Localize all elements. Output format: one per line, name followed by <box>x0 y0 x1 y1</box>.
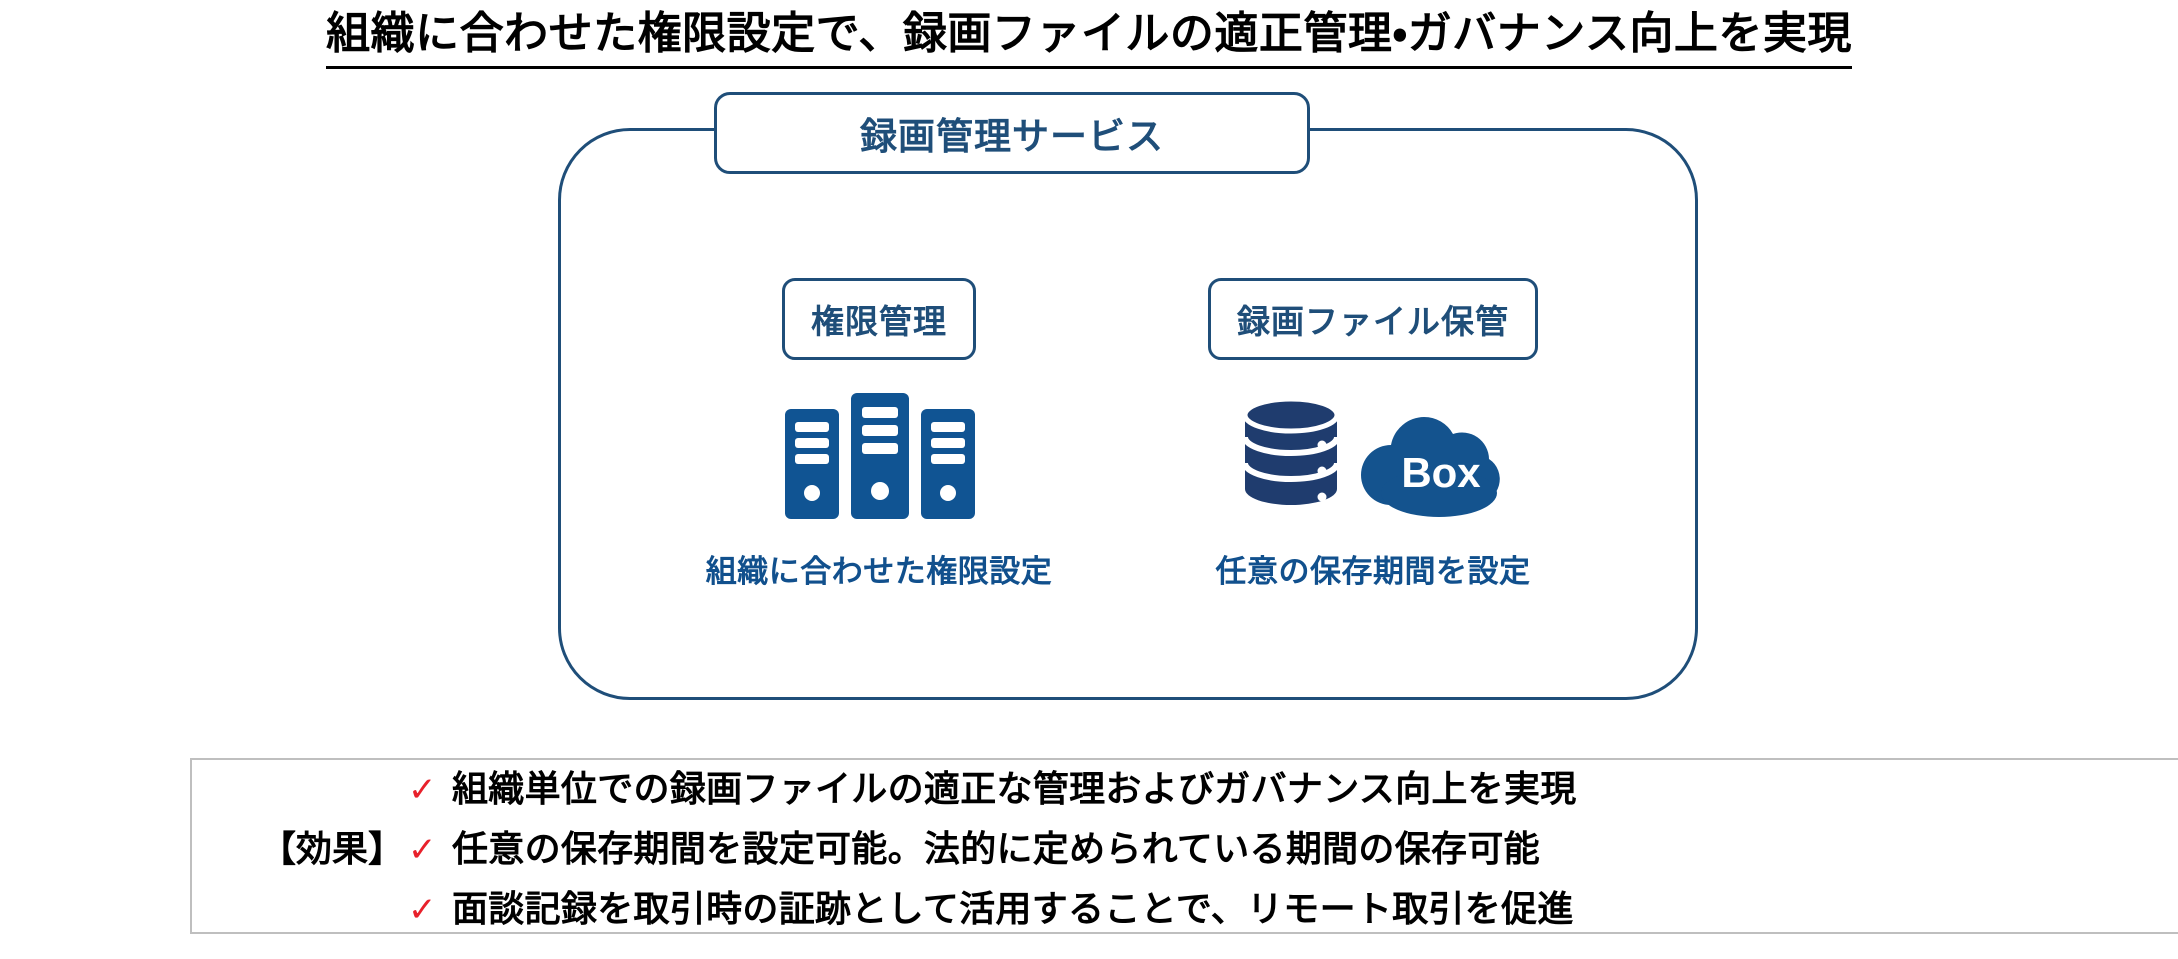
effect-item: ✓ 任意の保存期間を設定可能。法的に定められている期間の保存可能 <box>408 820 2178 872</box>
server-rack-icon <box>781 391 977 524</box>
page-title: 組織に合わせた権限設定で、録画ファイルの適正管理・ガバナンス向上を実現 <box>0 6 2178 69</box>
pillar-permission-icon-area <box>781 392 977 524</box>
cloud-box-label: Box <box>1401 449 1481 496</box>
pillar-permission-label: 権限管理 <box>811 303 947 340</box>
effect-text: 組織単位での録画ファイルの適正な管理およびガバナンス向上を実現 <box>452 768 1577 809</box>
service-header-label: 録画管理サービス <box>860 116 1164 157</box>
service-header-box: 録画管理サービス <box>714 92 1310 174</box>
effect-text: 任意の保存期間を設定可能。法的に定められている期間の保存可能 <box>452 828 1540 869</box>
check-icon: ✓ <box>408 891 437 929</box>
effects-label: 【効果】 <box>259 828 404 869</box>
effect-item: ✓ 組織単位での録画ファイルの適正な管理およびガバナンス向上を実現 <box>408 760 2178 812</box>
cloud-icon <box>1361 416 1500 517</box>
check-icon: ✓ <box>408 771 437 809</box>
effect-item: ✓ 面談記録を取引時の証跡として活用することで、リモート取引を促進 <box>408 880 2178 932</box>
pillar-storage-label: 録画ファイル保管 <box>1237 303 1509 340</box>
pillar-storage-icon-area: Box <box>1239 392 1507 524</box>
pillar-permission-caption: 組織に合わせた権限設定 <box>705 554 1053 589</box>
page-title-text: 組織に合わせた権限設定で、録画ファイルの適正管理・ガバナンス向上を実現 <box>326 6 1852 69</box>
effects-panel: 【効果】 ✓ 組織単位での録画ファイルの適正な管理およびガバナンス向上を実現 ✓… <box>190 758 2178 934</box>
pillar-storage-box: 録画ファイル保管 <box>1208 278 1538 360</box>
pillar-file-storage: 録画ファイル保管 <box>1118 278 1628 591</box>
service-outer-container <box>558 128 1698 700</box>
service-diagram: 録画管理サービス 権限管理 <box>558 92 1698 700</box>
database-icon <box>1242 396 1340 505</box>
pillar-permission-box: 権限管理 <box>782 278 976 360</box>
effect-text: 面談記録を取引時の証跡として活用することで、リモート取引を促進 <box>452 888 1574 929</box>
pillar-permission-management: 権限管理 <box>624 278 1134 591</box>
database-cloud-icon: Box <box>1239 393 1507 524</box>
check-icon: ✓ <box>408 831 437 869</box>
pillar-storage-caption: 任意の保存期間を設定 <box>1215 554 1531 589</box>
effects-list: ✓ 組織単位での録画ファイルの適正な管理およびガバナンス向上を実現 ✓ 任意の保… <box>408 760 2178 932</box>
